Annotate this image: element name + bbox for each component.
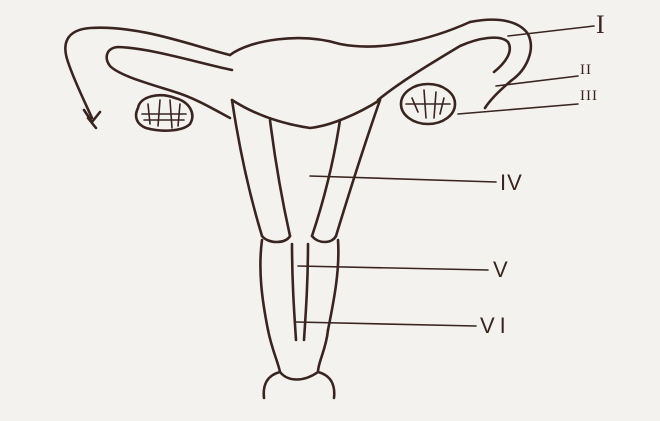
leader-line-1 — [507, 25, 595, 37]
uterine-cavity — [230, 98, 382, 130]
left-fimbriae — [82, 108, 102, 130]
vaginal-opening — [278, 370, 320, 381]
leader-line-6 — [295, 321, 477, 327]
uterine-wall-left — [230, 98, 264, 238]
leader-line-3 — [457, 103, 579, 115]
uterine-fundus — [228, 20, 472, 57]
cervix-left — [259, 238, 270, 332]
leader-line-5 — [297, 265, 489, 271]
right-ovary — [399, 82, 457, 126]
label-2: II — [580, 62, 592, 78]
label-6: VI — [480, 313, 511, 338]
cervical-canal — [290, 242, 310, 342]
endometrium-left — [268, 118, 292, 238]
left-ovary — [134, 94, 194, 132]
right-fallopian-tube-inner — [376, 36, 512, 102]
left-fallopian-tube-inner — [105, 45, 234, 120]
right-fallopian-tube — [468, 18, 533, 110]
endometrium-right — [310, 118, 342, 238]
label-5: V — [493, 257, 509, 282]
label-1: I — [596, 10, 606, 39]
left-fallopian-tube — [64, 26, 232, 120]
leader-line-4 — [309, 175, 497, 183]
uterine-base — [260, 234, 338, 244]
label-3: III — [580, 88, 598, 104]
vagina — [262, 328, 336, 400]
leader-line-2 — [495, 75, 579, 87]
uterine-wall-right — [334, 98, 382, 238]
label-4: IV — [500, 170, 523, 195]
cervix-right — [326, 238, 340, 332]
leader-lines — [295, 25, 595, 327]
